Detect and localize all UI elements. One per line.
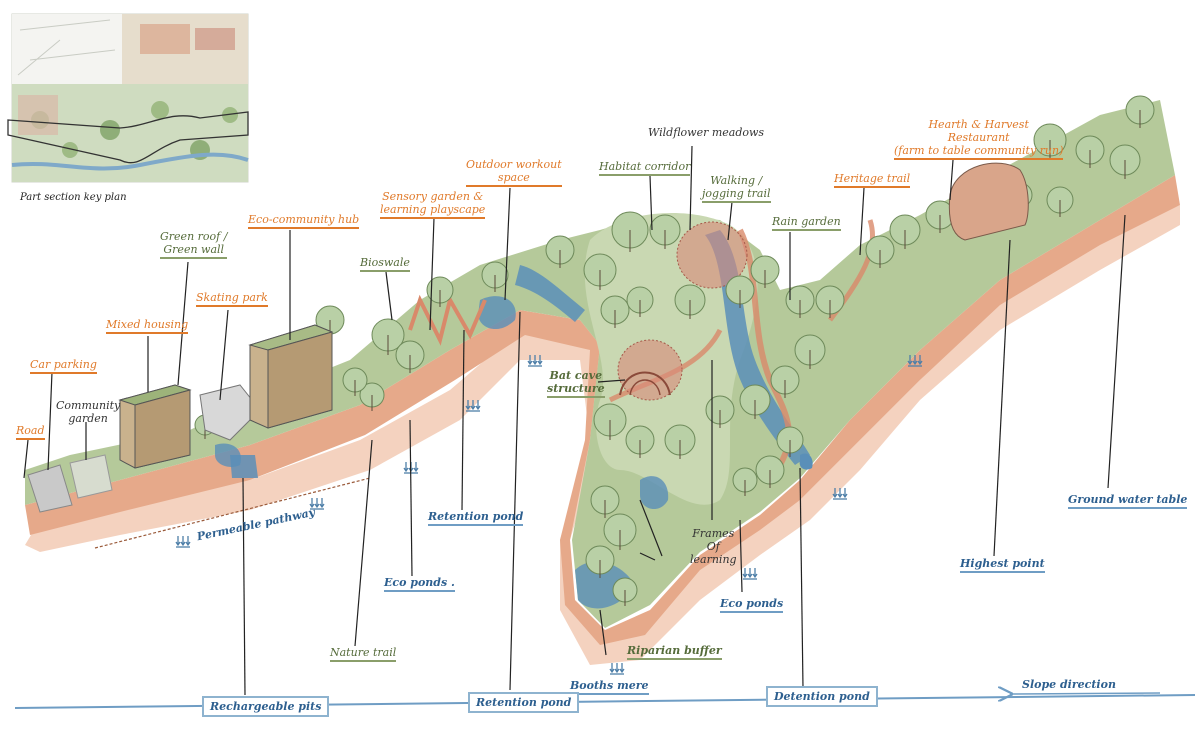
groundwater-arrow: [537, 355, 543, 366]
groundwater-arrow: [185, 536, 191, 547]
label-retention-pond-mid: Retention pond: [428, 510, 524, 526]
label-walking-trail: Walking / jogging trail: [702, 174, 771, 203]
groundwater-arrow: [532, 355, 538, 366]
label-community-garden: Community garden: [56, 399, 121, 425]
groundwater-arrow: [842, 488, 848, 499]
slope-direction-line: [14, 693, 1196, 709]
groundwater-arrow: [917, 355, 923, 366]
groundwater-arrow: [309, 498, 315, 509]
label-outdoor-workout: Outdoor workout space: [466, 158, 562, 187]
label-eco-ponds-left: Eco ponds .: [384, 576, 455, 592]
label-eco-ponds-right: Eco ponds: [720, 597, 784, 613]
label-heritage-trail: Heritage trail: [834, 172, 911, 188]
groundwater-arrows: [175, 355, 923, 675]
leader-lines: [23, 145, 1126, 696]
key-plan-map: [7, 13, 249, 183]
label-booths-mere: Booths mere: [570, 679, 649, 695]
label-retention-pond-bottom: Retention pond: [468, 692, 580, 713]
groundwater-arrow: [912, 355, 918, 366]
label-car-parking: Car parking: [30, 358, 97, 374]
label-detention-pond: Detention pond: [766, 686, 878, 707]
groundwater-arrow: [319, 498, 325, 509]
groundwater-arrow: [470, 400, 476, 411]
groundwater-arrow: [527, 355, 533, 366]
label-nature-trail: Nature trail: [330, 646, 397, 662]
label-ground-water: Ground water table: [1068, 493, 1188, 509]
buildings: [27, 162, 1029, 513]
groundwater-arrow: [175, 536, 181, 547]
groundwater-arrow: [475, 400, 481, 411]
label-highest-point: Highest point: [960, 557, 1045, 573]
groundwater-arrow: [314, 498, 320, 509]
label-riparian-buffer: Riparian buffer: [627, 644, 722, 660]
label-habitat-corridor: Habitat corridor: [599, 160, 691, 176]
groundwater-arrow: [752, 568, 758, 579]
groundwater-arrow: [180, 536, 186, 547]
groundwater-arrow: [413, 462, 419, 473]
key-plan-caption: Part section key plan: [20, 192, 127, 203]
groundwater-arrow: [742, 568, 748, 579]
permeable-pathway-line: [94, 477, 371, 549]
groundwater-arrow: [837, 488, 843, 499]
label-frames-of-learning: Frames Of learning: [690, 527, 737, 566]
label-road: Road: [16, 424, 45, 440]
label-bat-cave: Bat cave structure: [547, 369, 605, 398]
groundwater-arrow: [907, 355, 913, 366]
groundwater-arrow: [465, 400, 471, 411]
label-rechargeable-pits: Rechargeable pits: [202, 696, 330, 717]
label-skating-park: Skating park: [196, 291, 268, 307]
label-green-roof: Green roof / Green wall: [160, 230, 228, 259]
groundwater-arrow: [619, 663, 625, 674]
label-slope-direction: Slope direction: [1022, 678, 1116, 691]
label-rain-garden: Rain garden: [772, 215, 841, 231]
groundwater-arrow: [832, 488, 838, 499]
label-mixed-housing: Mixed housing: [106, 318, 189, 334]
groundwater-arrow: [609, 663, 615, 674]
label-wildflower: Wildflower meadows: [648, 126, 765, 139]
label-eco-hub: Eco-community hub: [248, 213, 360, 229]
label-bioswale: Bioswale: [360, 256, 410, 272]
trees: [194, 95, 1155, 606]
groundwater-arrow: [403, 462, 409, 473]
groundwater-arrow: [747, 568, 753, 579]
label-sensory-garden: Sensory garden & learning playscape: [380, 190, 486, 219]
groundwater-arrow: [614, 663, 620, 674]
label-restaurant: Hearth & Harvest Restaurant (farm to tab…: [894, 118, 1064, 160]
